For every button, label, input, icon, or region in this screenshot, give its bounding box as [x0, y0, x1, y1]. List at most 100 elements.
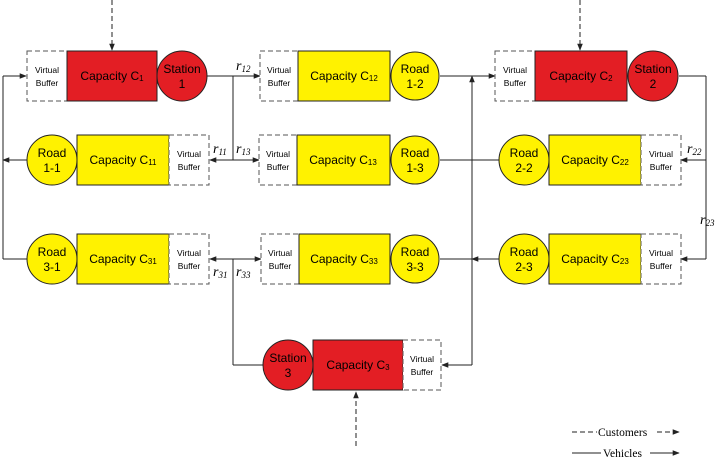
customer-arrivals [109, 0, 583, 446]
legend-vehicles-label: Vehicles [603, 448, 642, 458]
station-1-queue: Virtual Buffer Capacity C1 Station 1 [26, 50, 208, 102]
road-2-3-number: 2-3 [515, 260, 533, 274]
routing-label-r13: r13 [236, 142, 251, 157]
station-1-label: Station [163, 62, 200, 76]
virtual-buffer-station-1 [26, 50, 68, 102]
road-1-1-node [26, 134, 78, 186]
virtual-buffer-label: Buffer [36, 78, 59, 88]
virtual-buffer-label: Virtual [649, 149, 673, 159]
station-2-node [627, 50, 679, 102]
routing-label-r23: r23 [700, 213, 715, 228]
road-3-3-label: Road [401, 245, 430, 259]
virtual-buffer-label: Buffer [504, 78, 527, 88]
road-3-3-node [390, 234, 440, 284]
capacity-road-1-1 [76, 134, 170, 186]
road-1-2-label: Road [401, 62, 430, 76]
station-2-label: Station [634, 62, 671, 76]
virtual-buffer-label: Virtual [503, 65, 527, 75]
capacity-label: Capacity C12 [310, 69, 378, 83]
station-3-number: 3 [285, 366, 292, 380]
virtual-buffer-road-2-2 [640, 134, 682, 186]
road-3-1-label: Road [38, 245, 67, 259]
routing-label-r11: r11 [213, 142, 227, 157]
station-2-number: 2 [650, 77, 657, 91]
road-2-2-node [498, 134, 550, 186]
capacity-label: Capacity C13 [309, 153, 377, 167]
road-1-2-node [390, 51, 440, 101]
road-1-3-node [390, 135, 440, 185]
road-3-3-queue: Virtual Buffer Capacity C33 Road 3-3 [260, 233, 440, 285]
virtual-buffer-road-1-1 [168, 134, 210, 186]
virtual-buffer-station-2 [494, 50, 536, 102]
capacity-road-1-3 [296, 134, 391, 186]
virtual-buffer-station-3 [402, 339, 442, 391]
virtual-buffer-label: Buffer [650, 162, 673, 172]
road-2-2-queue: Road 2-2 Capacity C22 Virtual Buffer [498, 134, 682, 186]
routing-labels: r12 r11 r13 r22 r23 r31 r33 [213, 59, 715, 280]
road-1-3-number: 1-3 [406, 161, 424, 175]
capacity-label: Capacity C2 [549, 69, 613, 83]
capacity-label: Capacity C11 [90, 153, 158, 167]
station-1-node [156, 50, 208, 102]
road-2-3-label: Road [510, 245, 539, 259]
virtual-buffer-label: Buffer [411, 367, 434, 377]
capacity-station-2 [534, 50, 628, 102]
virtual-buffer-label: Buffer [650, 261, 673, 271]
road-2-3-node [498, 233, 550, 285]
capacity-label: Capacity C33 [310, 252, 378, 266]
station-2-queue: Virtual Buffer Capacity C2 Station 2 [494, 50, 679, 102]
virtual-buffer-label: Buffer [178, 261, 201, 271]
capacity-label: Capacity C31 [89, 252, 157, 266]
virtual-buffer-road-2-3 [640, 233, 682, 285]
virtual-buffer-label: Buffer [178, 162, 201, 172]
station-3-label: Station [269, 351, 306, 365]
road-2-3-queue: Road 2-3 Capacity C23 Virtual Buffer [498, 233, 682, 285]
virtual-buffer-label: Buffer [268, 78, 291, 88]
virtual-buffer-label: Virtual [268, 248, 292, 258]
road-1-1-label: Road [38, 146, 67, 160]
virtual-buffer-label: Virtual [649, 248, 673, 258]
capacity-label: Capacity C1 [80, 69, 144, 83]
road-1-3-label: Road [401, 146, 430, 160]
road-3-1-number: 3-1 [43, 260, 61, 274]
routing-label-r31: r31 [213, 265, 227, 280]
road-1-1-queue: Road 1-1 Capacity C11 Virtual Buffer [26, 134, 210, 186]
virtual-buffer-label: Virtual [267, 65, 291, 75]
capacity-road-3-1 [76, 233, 170, 285]
legend-customers-label: Customers [598, 427, 648, 439]
road-3-3-number: 3-3 [406, 260, 424, 274]
virtual-buffer-road-1-3 [258, 134, 298, 186]
virtual-buffer-label: Virtual [35, 65, 59, 75]
station-3-node [262, 339, 314, 391]
capacity-road-1-2 [297, 50, 391, 102]
road-1-2-number: 1-2 [406, 77, 424, 91]
virtual-buffer-road-3-1 [168, 233, 210, 285]
capacity-label: Capacity C3 [326, 358, 390, 372]
vehicle-flows [2, 73, 707, 368]
station-3-queue: Station 3 Capacity C3 Virtual Buffer [262, 339, 442, 391]
capacity-label: Capacity C22 [561, 153, 629, 167]
road-1-1-number: 1-1 [43, 161, 61, 175]
virtual-buffer-road-3-3 [260, 233, 300, 285]
routing-label-r33: r33 [236, 265, 251, 280]
road-2-2-number: 2-2 [515, 161, 533, 175]
routing-label-r22: r22 [687, 142, 702, 157]
road-3-1-node [26, 233, 78, 285]
capacity-road-2-2 [548, 134, 642, 186]
virtual-buffer-road-1-2 [259, 50, 299, 102]
virtual-buffer-label: Virtual [177, 149, 201, 159]
capacity-road-3-3 [298, 233, 391, 285]
virtual-buffer-label: Virtual [410, 354, 434, 364]
road-3-1-queue: Road 3-1 Capacity C31 Virtual Buffer [26, 233, 210, 285]
legend: Customers Vehicles [572, 427, 680, 458]
routing-label-r12: r12 [236, 59, 251, 74]
road-1-2-queue: Virtual Buffer Capacity C12 Road 1-2 [259, 50, 440, 102]
virtual-buffer-label: Buffer [269, 261, 292, 271]
road-1-3-queue: Virtual Buffer Capacity C13 Road 1-3 [258, 134, 440, 186]
station-1-number: 1 [179, 77, 186, 91]
virtual-buffer-label: Virtual [266, 149, 290, 159]
capacity-label: Capacity C23 [561, 252, 629, 266]
virtual-buffer-label: Virtual [177, 248, 201, 258]
virtual-buffer-label: Buffer [267, 162, 290, 172]
